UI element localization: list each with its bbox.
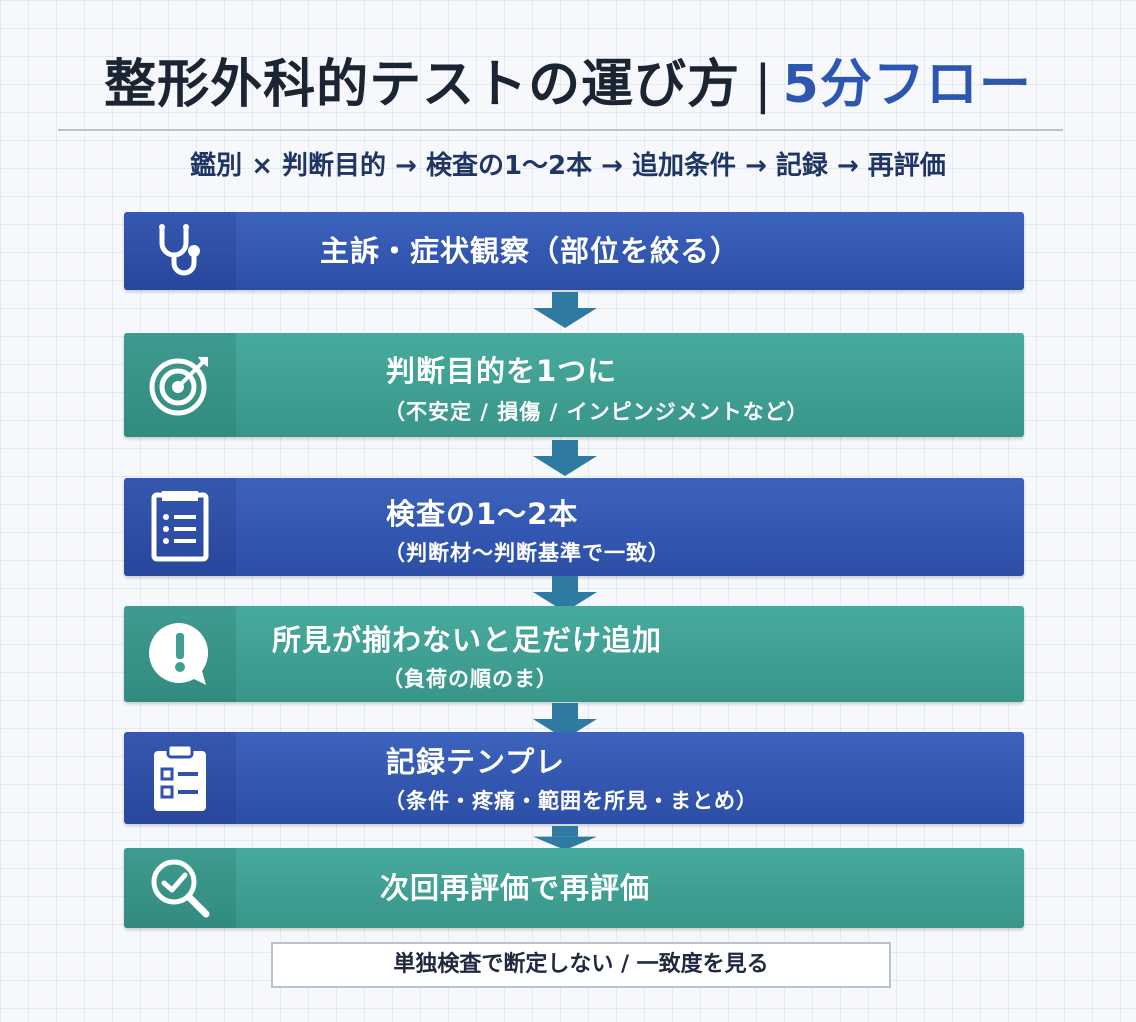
- step-4-additional: 所見が揃わないと足だけ追加 （負荷の順のま）: [124, 606, 1024, 702]
- step-5-main: 記録テンプレ: [386, 745, 566, 779]
- step-5-text: 記録テンプレ （条件・疼痛・範囲を所見・まとめ）: [236, 732, 1004, 824]
- title-main: 整形外科的テストの運び方: [104, 55, 741, 115]
- step-2-purpose: 判断目的を1つに （不安定 / 損傷 / インピンジメントなど）: [124, 333, 1024, 437]
- document-list-icon: [151, 491, 209, 562]
- target-icon: [149, 357, 208, 416]
- step-2-sub: （不安定 / 損傷 / インピンジメントなど）: [384, 400, 809, 424]
- caution-note: 単独検査で断定しない / 一致度を見る: [271, 942, 891, 988]
- step-6-main: 次回再評価で再評価: [380, 871, 651, 905]
- flow-arrow-2: [533, 440, 597, 476]
- page-title: 整形外科的テストの運び方|5分フロー: [0, 40, 1136, 130]
- magnifier-check-icon: [151, 859, 210, 918]
- step-2-main: 判断目的を1つに: [386, 354, 618, 388]
- step-5-record-template: 記録テンプレ （条件・疼痛・範囲を所見・まとめ）: [124, 732, 1024, 824]
- step-2-text: 判断目的を1つに （不安定 / 損傷 / インピンジメントなど）: [236, 333, 1004, 437]
- step-1-icon-box: [124, 212, 236, 290]
- title-accent: 5分フロー: [782, 55, 1032, 115]
- step-3-sub: （判断材～判断基準で一致）: [384, 541, 670, 565]
- step-3-icon-box: [124, 478, 236, 576]
- title-divider: [58, 129, 1063, 131]
- step-1-text: 主訴・症状観察（部位を絞る）: [236, 212, 1004, 290]
- step-6-text: 次回再評価で再評価: [236, 848, 1004, 928]
- step-4-main: 所見が揃わないと足だけ追加: [272, 623, 663, 657]
- step-6-reevaluate: 次回再評価で再評価: [124, 848, 1024, 928]
- stethoscope-icon: [159, 224, 200, 276]
- step-4-icon-box: [124, 606, 236, 702]
- flow-arrow-5: [533, 826, 597, 850]
- step-6-icon-box: [124, 848, 236, 928]
- step-5-icon-box: [124, 732, 236, 824]
- flow-arrow-3: [533, 576, 597, 612]
- flow-arrow-4: [533, 703, 597, 739]
- clipboard-checklist-icon: [154, 743, 206, 811]
- step-4-text: 所見が揃わないと足だけ追加 （負荷の順のま）: [236, 606, 1004, 702]
- step-2-icon-box: [124, 333, 236, 437]
- step-1-main: 主訴・症状観察（部位を絞る）: [320, 234, 741, 268]
- step-3-text: 検査の1～2本 （判断材～判断基準で一致）: [236, 478, 1004, 576]
- step-3-tests: 検査の1～2本 （判断材～判断基準で一致）: [124, 478, 1024, 576]
- flow-arrow-1: [533, 292, 597, 328]
- flow-summary: 鑑別 × 判断目的 → 検査の1～2本 → 追加条件 → 記録 → 再評価: [190, 151, 946, 181]
- exclamation-bubble-icon: [149, 622, 209, 685]
- step-1-chief-complaint: 主訴・症状観察（部位を絞る）: [124, 212, 1024, 290]
- step-4-sub: （負荷の順のま）: [382, 667, 558, 691]
- step-3-main: 検査の1～2本: [386, 497, 579, 531]
- title-separator: |: [754, 55, 773, 115]
- step-5-sub: （条件・疼痛・範囲を所見・まとめ）: [384, 789, 758, 813]
